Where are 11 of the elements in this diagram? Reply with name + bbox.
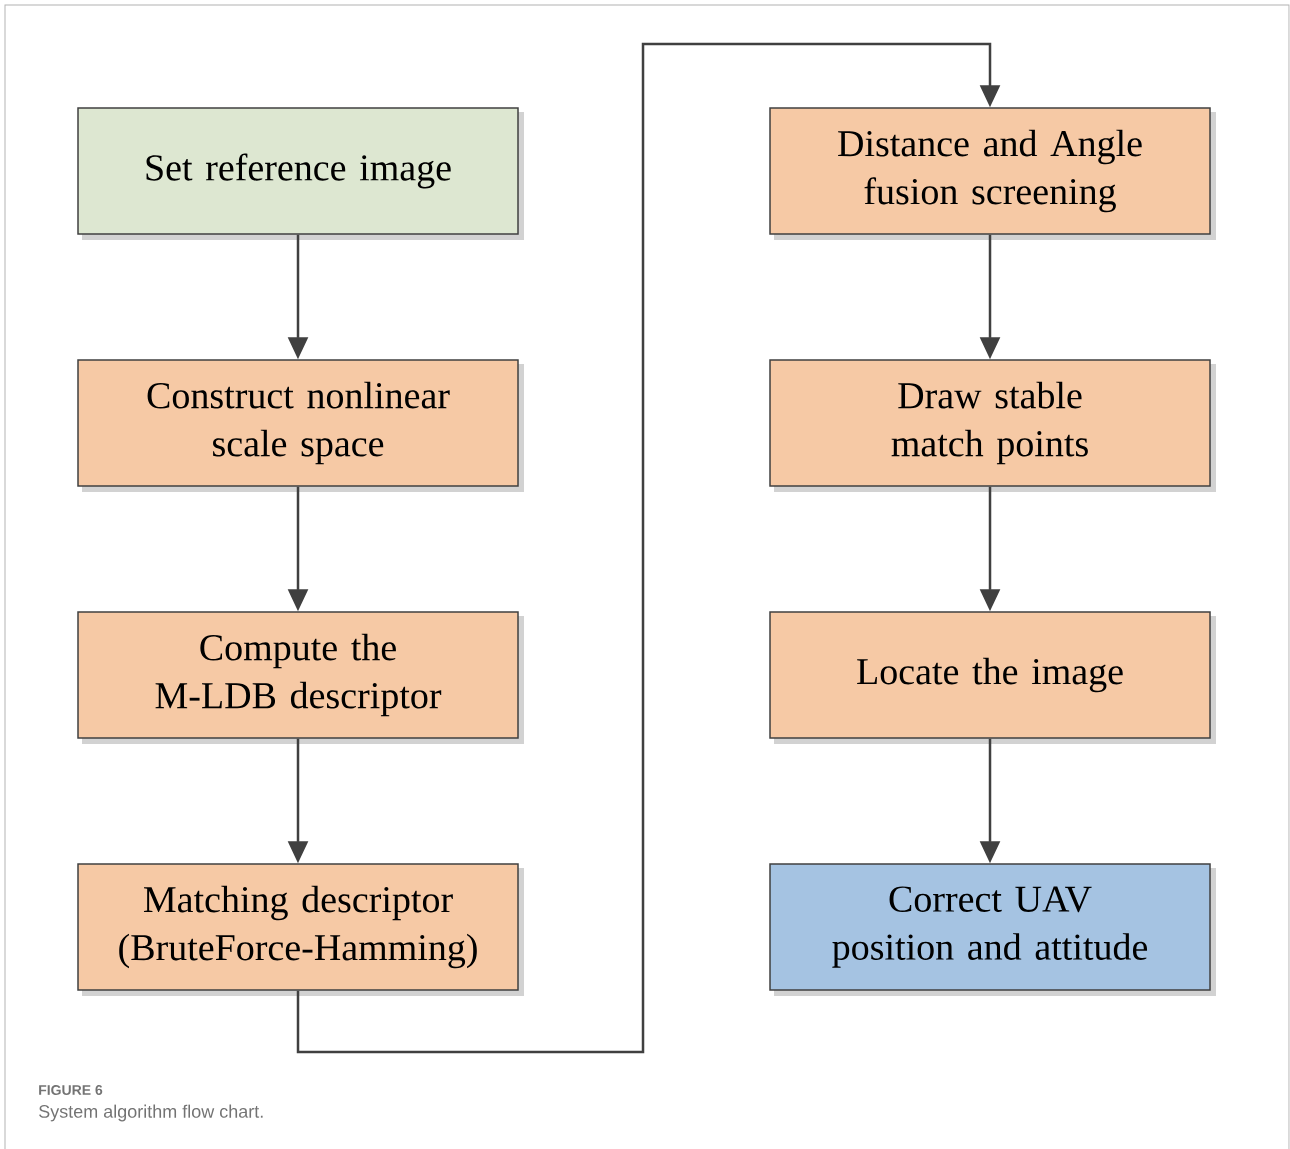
process-box: Matching descriptor (BruteForce-Hamming) <box>77 863 524 996</box>
figure-number: FIGURE 6 <box>39 1085 103 1095</box>
arrow <box>296 42 1001 1054</box>
process-box: Construct nonlinear scale space <box>77 359 524 492</box>
process-box: Distance and Angle fusion screening <box>769 107 1216 240</box>
process-box: Compute the M-LDB descriptor <box>77 611 524 744</box>
process-box: Locate the image <box>769 611 1216 744</box>
process-box: Draw stable match points <box>769 359 1216 492</box>
process-box: Correct UAV position and attitude <box>769 863 1216 996</box>
caption: System algorithm flow chart. <box>39 1104 263 1122</box>
process-box: Set reference image <box>77 107 524 240</box>
